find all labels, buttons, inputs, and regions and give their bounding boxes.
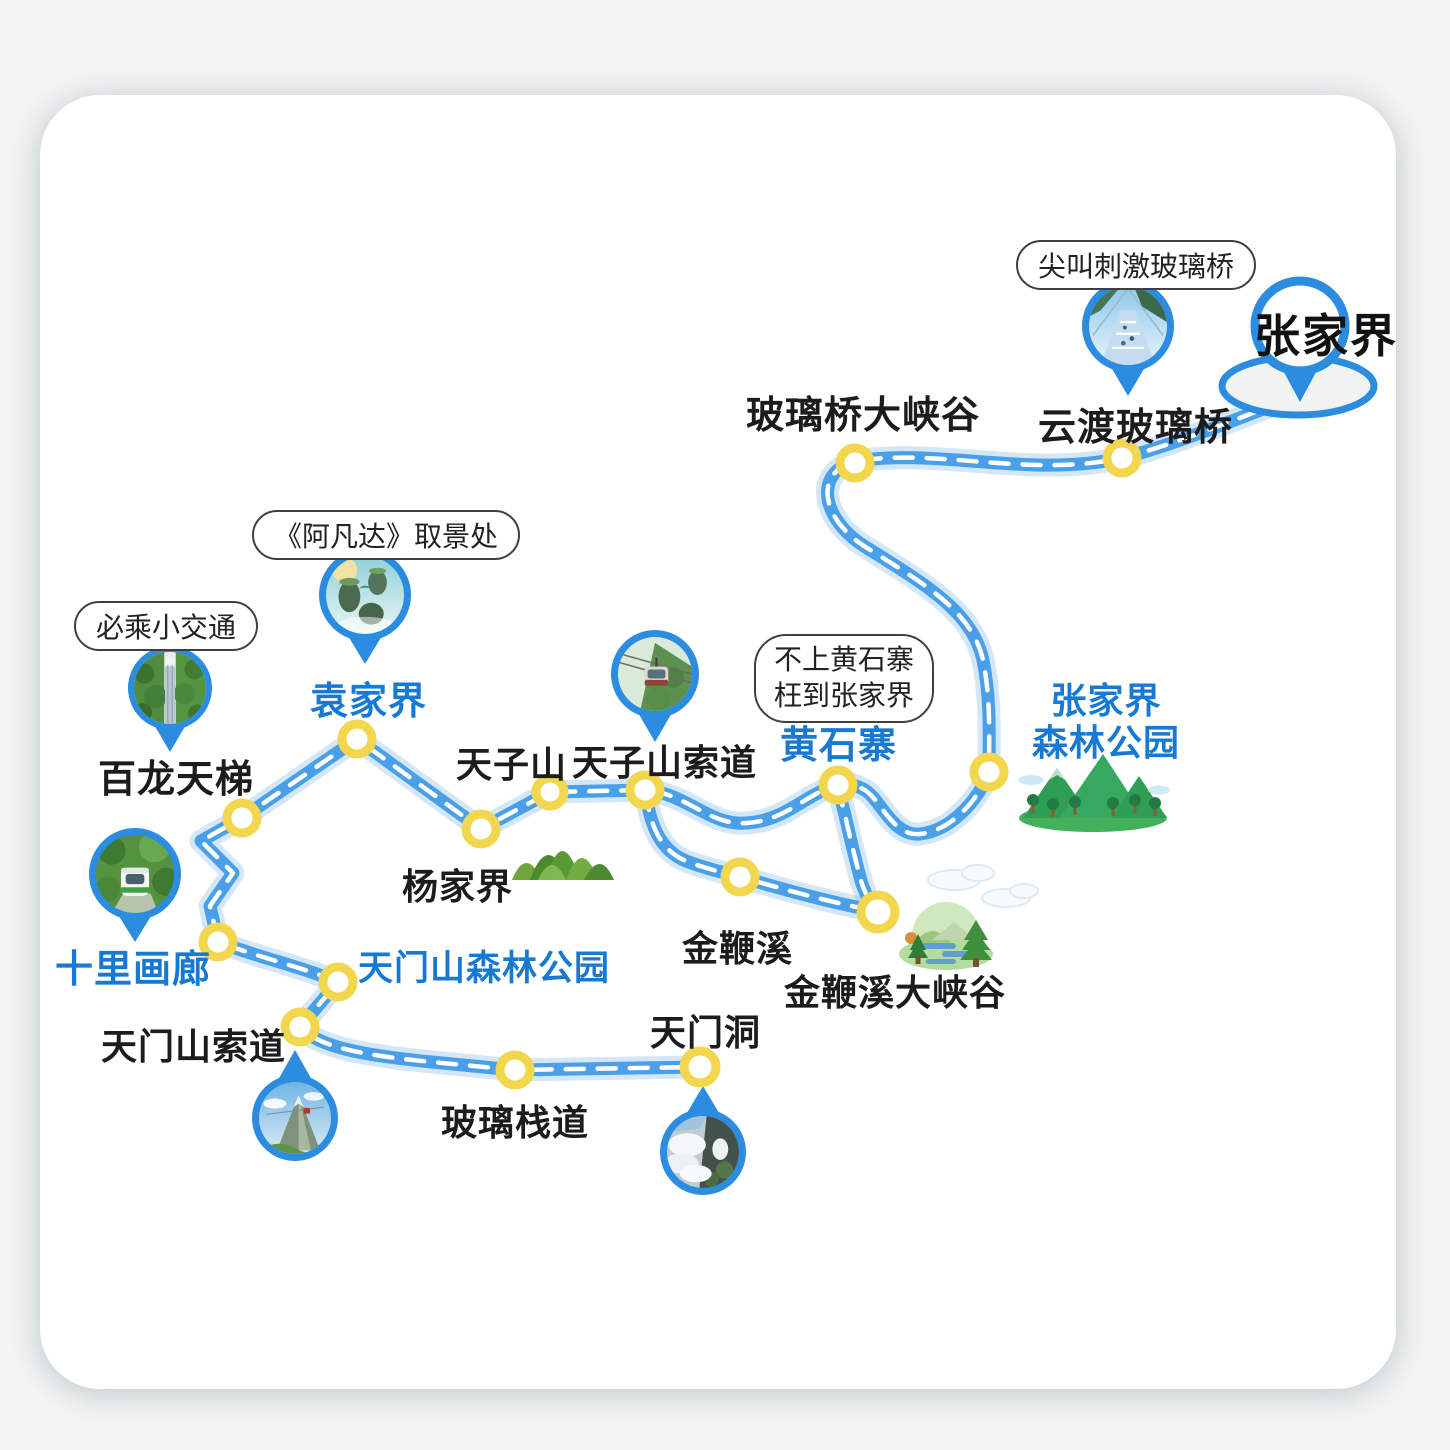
- tianmen-cave-photo-icon: [667, 1116, 739, 1188]
- waypoint-yuanjiajie: [337, 719, 377, 759]
- waypoint-boli-zhandao: [495, 1050, 535, 1090]
- callout-huangshizhai-line1: 不上黄石寨: [774, 644, 915, 675]
- waypoint-boliqiao-daxiagu: [835, 443, 875, 483]
- callout-huangshizhai-saying: 不上黄石寨 枉到张家界: [754, 634, 935, 723]
- label-tianmenshan-forest: 天门山森林公园: [358, 949, 611, 988]
- callout-scream-glass-bridge: 尖叫刺激玻璃桥: [1016, 240, 1257, 290]
- label-yuanjiajie: 袁家界: [310, 681, 428, 723]
- route-waypoints: [198, 438, 1142, 1090]
- pin-tianmendong: [660, 1086, 746, 1195]
- waypoint-bailong: [222, 798, 262, 838]
- label-jinbianxi-daxiagu: 金鞭溪大峡谷: [784, 972, 1007, 1013]
- label-zjj-forest-line2: 森林公园: [1031, 722, 1180, 764]
- pin-tianmenshan-cableway: [252, 1050, 338, 1161]
- label-boliqiao-daxiagu: 玻璃桥大峡谷: [746, 395, 981, 437]
- callout-shuttle: 必乘小交通: [74, 601, 259, 651]
- pin-bailong-elevator: [128, 646, 212, 752]
- label-shili-hualang: 十里画廊: [55, 949, 212, 991]
- glass-bridge-photo-icon: [1089, 287, 1167, 365]
- waypoint-jinbianxi: [720, 857, 760, 897]
- label-tianzishan: 天子山: [456, 744, 568, 785]
- pin-tianzishan-cableway: [611, 630, 699, 742]
- label-yundu-boliqiao: 云渡玻璃桥: [1038, 407, 1234, 449]
- tianmen-mountain-photo-icon: [259, 1082, 331, 1154]
- label-zjj-forest-park: 张家界 森林公园: [1018, 680, 1194, 765]
- clouds-icon: [927, 864, 1039, 908]
- waypoint-tianmendong: [679, 1046, 721, 1088]
- cable-car-photo-icon: [618, 637, 692, 711]
- callout-avatar-location: 《阿凡达》取景处: [252, 510, 521, 560]
- waypoint-tianmenshan-suodao: [280, 1007, 320, 1047]
- waypoint-jinbianxi-daxiagu: [856, 890, 900, 934]
- label-jinbianxi: 金鞭溪: [682, 928, 794, 969]
- bailong-elevator-photo-icon: [134, 652, 206, 724]
- pin-shili-hualang-tram: [89, 828, 181, 942]
- forest-park-mountains-icon: [1018, 754, 1170, 832]
- label-tianmendong: 天门洞: [650, 1012, 762, 1053]
- waypoint-shili-hualang: [198, 922, 238, 962]
- waypoint-tianzishan-suodao: [625, 770, 665, 810]
- label-boli-zhandao: 玻璃栈道: [441, 1102, 590, 1143]
- waypoint-forest-park: [969, 752, 1009, 792]
- sightseeing-tram-photo-icon: [96, 835, 174, 913]
- waypoint-tianmenshan-forest: [318, 962, 358, 1002]
- label-tianmenshan-suodao: 天门山索道: [101, 1026, 287, 1067]
- map-title: 张家界: [1254, 310, 1398, 362]
- label-huangshizhai: 黄石寨: [780, 725, 898, 767]
- waypoint-huangshizhai: [818, 765, 858, 805]
- label-yangjiajie: 杨家界: [402, 866, 514, 907]
- label-zjj-forest-line1: 张家界: [1050, 680, 1162, 721]
- waypoint-yangjiajie: [461, 809, 501, 849]
- pin-yuanjiajie: [319, 549, 411, 664]
- callout-huangshizhai-line2: 枉到张家界: [774, 680, 915, 712]
- avatar-mountains-photo-icon: [326, 556, 404, 634]
- destination-pin-icon: [1218, 276, 1378, 419]
- waypoint-tianzishan: [531, 773, 569, 811]
- label-tianzishan-suodao: 天子山索道: [572, 742, 758, 783]
- mountain-cluster-icon: [512, 851, 614, 880]
- pin-yundu-glass-bridge: [1082, 280, 1174, 396]
- waypoint-yundu: [1102, 438, 1142, 478]
- label-bailong-tianti: 百龙天梯: [98, 759, 255, 801]
- valley-lake-icon: [899, 902, 993, 970]
